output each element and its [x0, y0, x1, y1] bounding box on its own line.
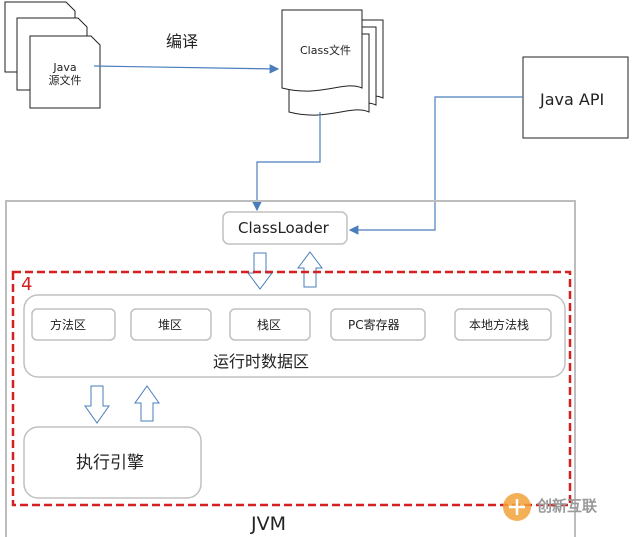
javaapi-to-classloader-arrow [348, 96, 523, 235]
jvm-label: JVM [251, 513, 286, 535]
step-number-label: 4 [21, 274, 33, 295]
region-label-stack: 栈区 [257, 318, 282, 332]
region-label-pc-register: PC寄存器 [348, 318, 400, 332]
classfile-to-classloader-arrow [252, 112, 321, 212]
region-label-heap: 堆区 [158, 318, 183, 332]
watermark-logo-icon [503, 493, 531, 521]
up-hollow-arrow-bottom [134, 385, 160, 422]
java-api-label: Java API [540, 90, 605, 109]
region-box-method-area [31, 308, 116, 341]
java-api-document [522, 56, 629, 139]
java-source-file-stack [4, 1, 101, 109]
highlight-dashed-box [11, 270, 572, 507]
compile-arrow [93, 64, 280, 74]
runtime-data-area-label: 运行时数据区 [213, 352, 310, 371]
up-hollow-arrow-top [297, 251, 323, 288]
region-box-pc-register [330, 308, 426, 341]
compile-label: 编译 [166, 32, 199, 51]
down-hollow-arrow-bottom [84, 385, 110, 424]
region-box-heap [130, 308, 212, 341]
execution-engine-label: 执行引擎 [76, 453, 144, 473]
class-file-stack [281, 9, 384, 116]
java-source-label: Java 源文件 [48, 61, 82, 87]
classloader-label: ClassLoader [238, 219, 329, 237]
watermark-text: 创新互联 [537, 497, 598, 515]
region-label-method-area: 方法区 [50, 318, 87, 332]
execution-engine-box [23, 426, 202, 499]
region-box-native-stack [454, 308, 552, 341]
jvm-container [5, 200, 576, 537]
class-file-label: Class文件 [300, 44, 351, 57]
region-box-stack [229, 308, 311, 341]
classloader-box [222, 211, 348, 245]
region-label-native-stack: 本地方法栈 [469, 318, 530, 332]
